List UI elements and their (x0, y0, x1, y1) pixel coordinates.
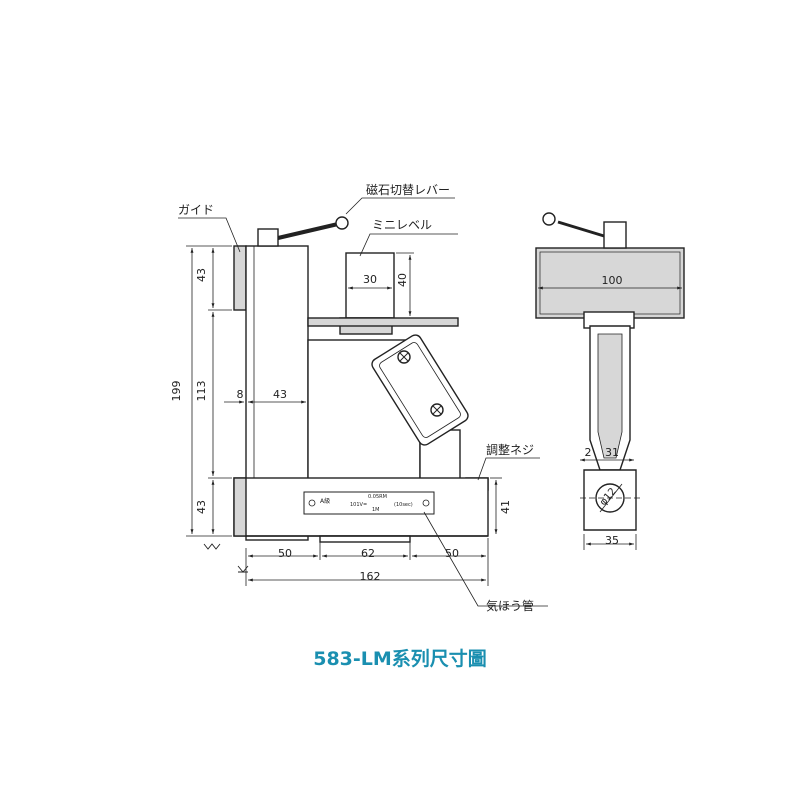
dim-mini-level-width: 30 (363, 273, 377, 286)
dim-top-width: 100 (602, 274, 623, 287)
dim-total-width: 162 (360, 570, 381, 583)
side-lever-block (603, 221, 627, 249)
plate-time: (10sec) (394, 502, 413, 508)
front-dimension-lines (178, 197, 548, 607)
dim-31: 31 (605, 446, 619, 459)
dim-base-mid: 62 (361, 547, 375, 560)
dim-overall-height: 199 (170, 381, 183, 402)
dim-small: 2 (585, 446, 592, 459)
callout-mini-level: ミニレベル (372, 218, 432, 232)
guide-strip (233, 245, 247, 311)
dim-right-height: 41 (499, 500, 512, 514)
dim-mid-height: 113 (195, 381, 208, 402)
callout-magnet-lever: 磁石切替レバー (366, 182, 450, 197)
dim-top-height: 43 (195, 268, 208, 282)
dim-mini-level-height: 40 (396, 273, 409, 287)
lever-knob (335, 216, 349, 230)
dim-guide-offset: 8 (237, 388, 244, 401)
side-view (535, 212, 685, 531)
dim-base-right: 50 (445, 547, 459, 560)
plate-sens1: 101V= (350, 502, 367, 508)
dim-bottom-width: 35 (605, 534, 619, 547)
mini-level (345, 252, 395, 319)
callout-bubble-tube: 気ほう管 (486, 598, 534, 613)
lever-rod (277, 222, 339, 240)
plate-unit: 1M (372, 507, 380, 513)
plate-sens2: 0.05RM (368, 494, 387, 500)
dim-base-left: 50 (278, 547, 292, 560)
front-view (203, 216, 489, 573)
dim-inner-width: 43 (273, 388, 287, 401)
nameplate (303, 491, 435, 515)
base-foot (319, 535, 411, 543)
side-dimension-lines (538, 286, 682, 550)
upper-beam (307, 317, 459, 327)
dim-bottom-height: 43 (195, 500, 208, 514)
lever-block (257, 228, 279, 247)
figure-caption: 583-LM系列尺寸圖 (313, 648, 487, 670)
callout-guide: ガイド (178, 203, 214, 217)
plate-grade: A級 (320, 497, 330, 505)
callout-adjust-screw: 調整ネジ (486, 442, 534, 457)
front-dimension-labels: 199 43 113 43 30 40 8 43 50 62 50 162 41… (170, 182, 534, 613)
